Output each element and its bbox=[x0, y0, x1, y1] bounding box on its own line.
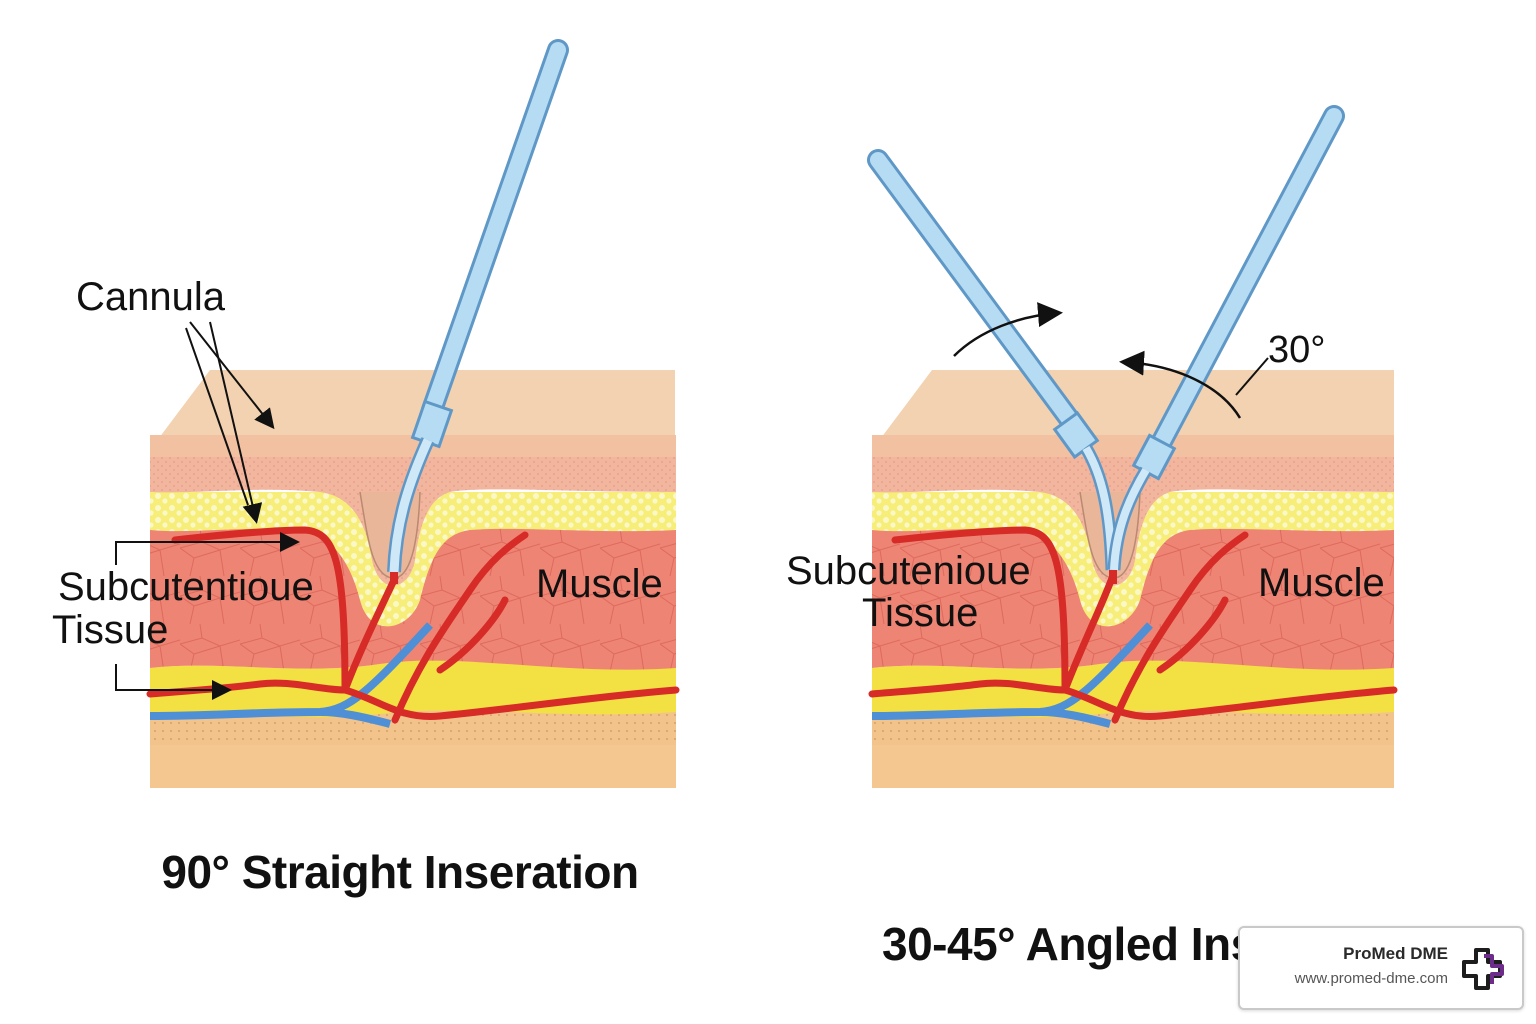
right-vein bbox=[871, 622, 1153, 728]
right-epidermis-front bbox=[872, 435, 1394, 457]
left-cannula bbox=[387, 39, 569, 584]
left-cannula-pointer-1 bbox=[189, 321, 275, 430]
left-muscle-label: Muscle bbox=[536, 562, 663, 606]
right-cannula-right bbox=[1107, 105, 1345, 584]
right-tissue-label-line1: Subcutenioue bbox=[786, 549, 1031, 593]
brand-url[interactable]: www.promed-dme.com bbox=[1294, 970, 1448, 987]
left-skin-block bbox=[146, 370, 680, 788]
right-artery bbox=[868, 526, 1398, 724]
brand-card[interactable]: ProMed DME www.promed-dme.com bbox=[1238, 926, 1524, 1010]
medical-cross-logo-icon bbox=[1462, 948, 1504, 990]
left-epidermis-top bbox=[150, 370, 675, 450]
brand-name: ProMed DME bbox=[1343, 944, 1448, 963]
right-angle-label: 30° bbox=[1268, 329, 1325, 371]
right-title: 30-45° Angled Ins bbox=[882, 918, 1256, 970]
left-epidermis-front bbox=[150, 435, 676, 457]
right-epidermis-top bbox=[872, 370, 1394, 450]
right-skin-block bbox=[868, 370, 1398, 788]
right-rotate-arrow-right bbox=[1119, 350, 1242, 419]
left-vein bbox=[149, 622, 433, 728]
left-cannula-pointer-2 bbox=[209, 321, 263, 524]
left-tissue-bracket-bottom bbox=[115, 664, 232, 700]
left-tissue-bracket-top bbox=[115, 532, 300, 565]
left-cannula-label: Cannula bbox=[76, 275, 226, 319]
right-rotate-arrow-left bbox=[953, 302, 1063, 357]
left-tissue-label-line1: Subcutentioue bbox=[58, 565, 314, 609]
right-tissue-label-line2: Tissue bbox=[862, 591, 978, 635]
left-artery bbox=[146, 526, 680, 724]
right-angle-pointer bbox=[1235, 357, 1269, 396]
left-title: 90° Straight Inseration bbox=[161, 846, 638, 898]
left-cannula-pointer-3 bbox=[185, 327, 249, 506]
left-tissue-label-line2: Tissue bbox=[52, 608, 168, 652]
right-muscle-label: Muscle bbox=[1258, 561, 1385, 605]
